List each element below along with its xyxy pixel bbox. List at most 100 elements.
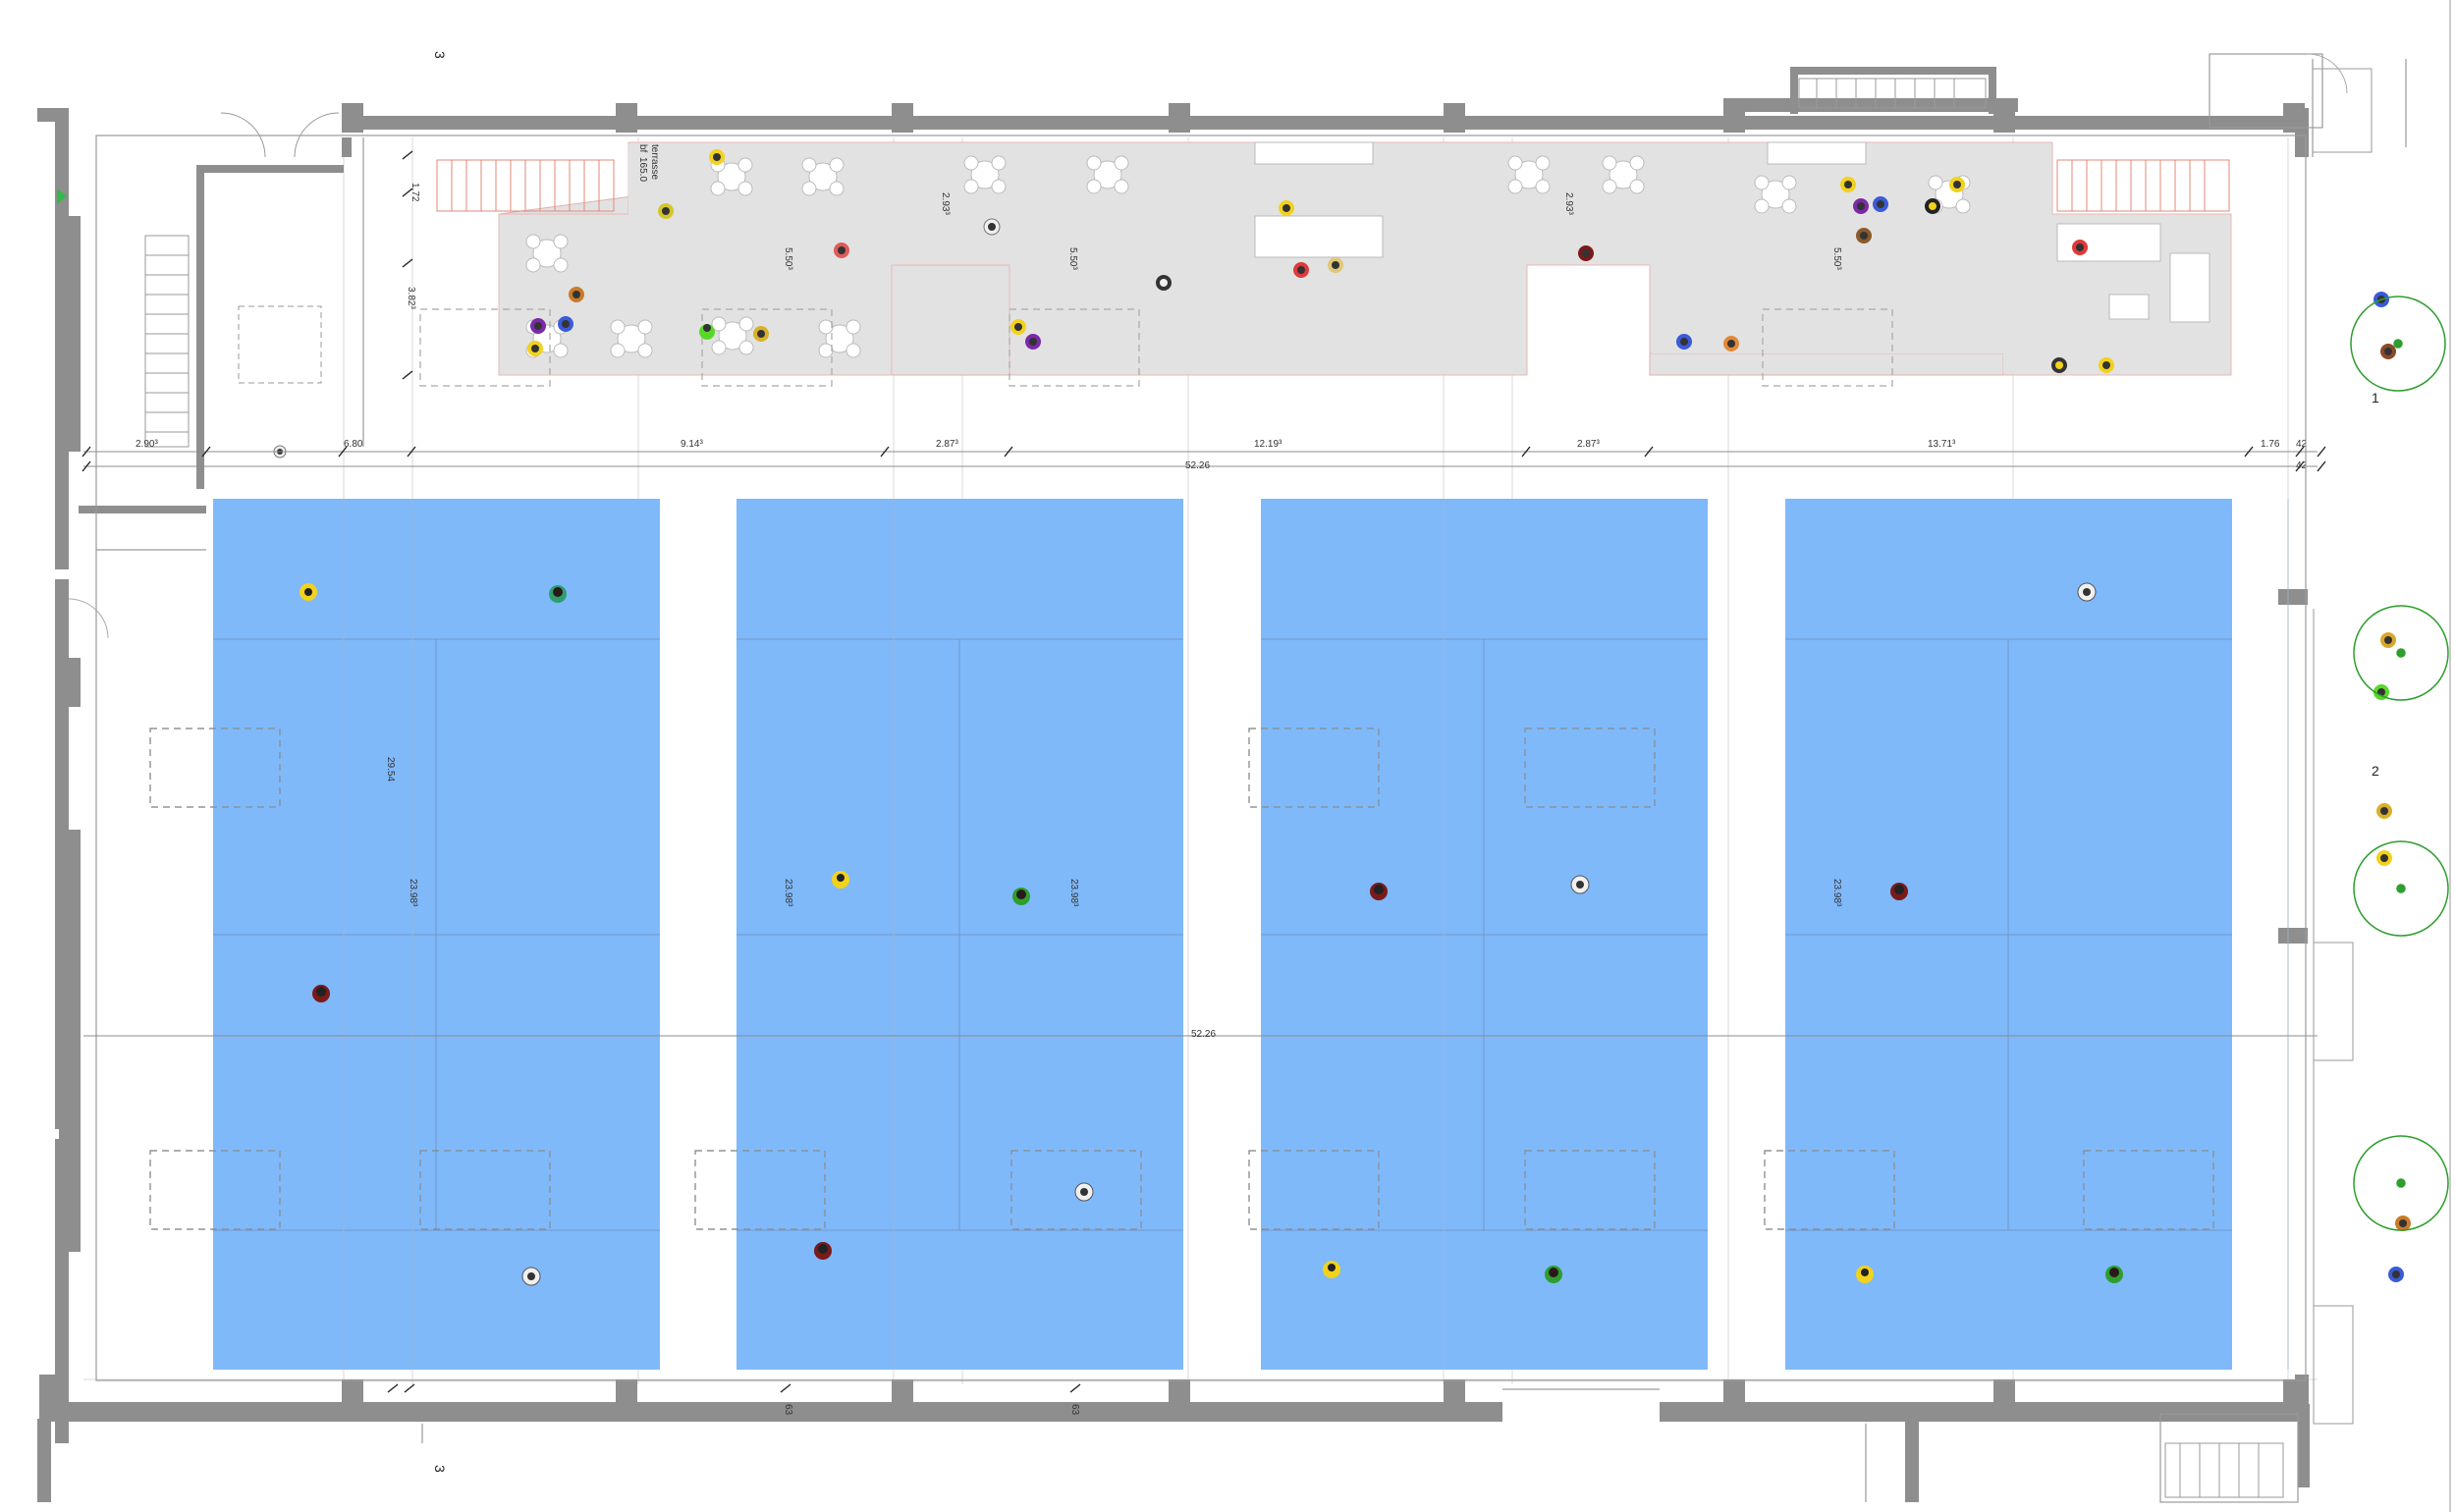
person-figure <box>1570 875 1590 894</box>
person-figure <box>527 341 543 356</box>
dim-label: 52.26 <box>1185 460 1210 471</box>
annotations: 3 3 1 2 <box>432 51 2379 1473</box>
person-figure <box>699 324 715 340</box>
tree-symbol <box>2353 840 2449 937</box>
dim-label: 9.14³ <box>681 439 703 450</box>
person-figure <box>2388 1267 2404 1282</box>
dim-label: 52.26 <box>1191 1029 1216 1040</box>
dimension-ticks <box>82 150 2326 1393</box>
person-figure <box>832 871 849 889</box>
dim-label: 13.71³ <box>1928 439 1956 450</box>
dimension-lines <box>83 451 2318 1037</box>
trees <box>2350 296 2449 1231</box>
terrace-label: 165.0 <box>637 157 648 182</box>
section-mark-bottom: 3 <box>432 1465 448 1473</box>
court-dashed-outlines <box>149 728 2214 1230</box>
dim-label: 3.82³ <box>406 287 416 309</box>
person-figure <box>2380 344 2396 359</box>
table <box>1602 155 1645 194</box>
person-figure <box>2376 803 2392 819</box>
person-figure <box>709 149 725 165</box>
person-figure <box>1279 200 1294 216</box>
table <box>610 319 653 358</box>
dim-label: 23.98³ <box>1831 879 1842 907</box>
entrance-marker <box>57 189 67 204</box>
dim-label: 2.93³ <box>940 192 951 215</box>
dim-label: 63 <box>1069 1404 1080 1416</box>
dim-label: 23.98³ <box>408 879 418 907</box>
tree-number-1: 1 <box>2372 390 2379 405</box>
court-1 <box>213 499 660 1370</box>
person-figure <box>521 1267 541 1286</box>
person-figure <box>530 318 546 334</box>
courts <box>213 499 2232 1370</box>
door-swings <box>68 53 2348 639</box>
person-figure <box>549 585 567 603</box>
person-figure <box>1010 319 1026 335</box>
section-mark-top: 3 <box>432 51 448 59</box>
person-figure <box>1156 275 1172 291</box>
person-figure <box>569 287 584 302</box>
dim-label: 2.87³ <box>936 439 958 450</box>
person-figure <box>1856 228 1872 243</box>
right-facade <box>2305 0 2451 1512</box>
dim-label: 23.98³ <box>783 879 793 907</box>
terrace-furniture <box>1254 141 2210 323</box>
table <box>525 234 569 273</box>
person-figure <box>312 985 330 1002</box>
court-2 <box>736 499 1183 1370</box>
dim-label: 5.50³ <box>783 247 793 270</box>
person-figure <box>1074 1182 1094 1202</box>
person-figure <box>558 316 573 332</box>
dim-label: 5.50³ <box>1831 247 1842 270</box>
table <box>801 157 845 196</box>
tree-symbol <box>2353 1135 2449 1231</box>
person-figure <box>1723 336 1739 351</box>
person-figure <box>2395 1215 2411 1231</box>
left-stair <box>144 112 340 448</box>
tree-symbol <box>2350 296 2446 392</box>
person-figure <box>1856 1266 1874 1283</box>
terrace-fill <box>501 144 2229 373</box>
person-figure <box>1873 196 1888 212</box>
person-figure <box>1853 198 1869 214</box>
table <box>710 157 753 196</box>
person-figure <box>2072 240 2088 255</box>
dim-label: 5.50³ <box>1067 247 1078 270</box>
dim-label: 2.87³ <box>1577 439 1600 450</box>
walls <box>37 67 2310 1502</box>
court-3 <box>1261 499 1708 1370</box>
dim-label: 23.98³ <box>1068 879 1079 907</box>
terrace-label: bf <box>637 144 648 153</box>
dim-label: 1.72 <box>409 183 420 202</box>
person-figure <box>1840 177 1856 192</box>
dim-label: 1.76 <box>2261 439 2280 450</box>
dim-label: 42 <box>2296 439 2308 450</box>
table <box>963 155 1007 194</box>
table <box>711 316 754 355</box>
person-figure <box>2376 850 2392 866</box>
person-figure <box>1293 262 1309 278</box>
dim-label: 6.80 <box>344 439 363 450</box>
person-figure <box>1370 883 1388 900</box>
terrace-stairs <box>436 159 2230 212</box>
table <box>818 319 861 358</box>
person-figure <box>834 243 849 258</box>
dim-label: 2.93³ <box>1563 192 1574 215</box>
person-figure <box>2051 357 2067 373</box>
person-figure <box>1949 177 1965 192</box>
person-figure <box>1328 257 1343 273</box>
vertical-dimension-labels: 1.72 3.82³ 5.50³ 2.93³ 5.50³ 2.93³ 5.50³… <box>385 144 1842 1416</box>
dim-label: 2.90³ <box>136 439 158 450</box>
court-4 <box>1785 499 2232 1370</box>
person-figure <box>814 1242 832 1260</box>
person-figure <box>2099 357 2114 373</box>
top-right-stair <box>1798 68 2373 1498</box>
terrace-label: terrasse <box>649 144 660 181</box>
person-figure <box>1545 1266 1562 1283</box>
people <box>273 149 2411 1286</box>
tree-number-2: 2 <box>2372 763 2379 779</box>
dim-label: 29.54 <box>385 757 396 782</box>
person-figure <box>1925 198 1940 214</box>
